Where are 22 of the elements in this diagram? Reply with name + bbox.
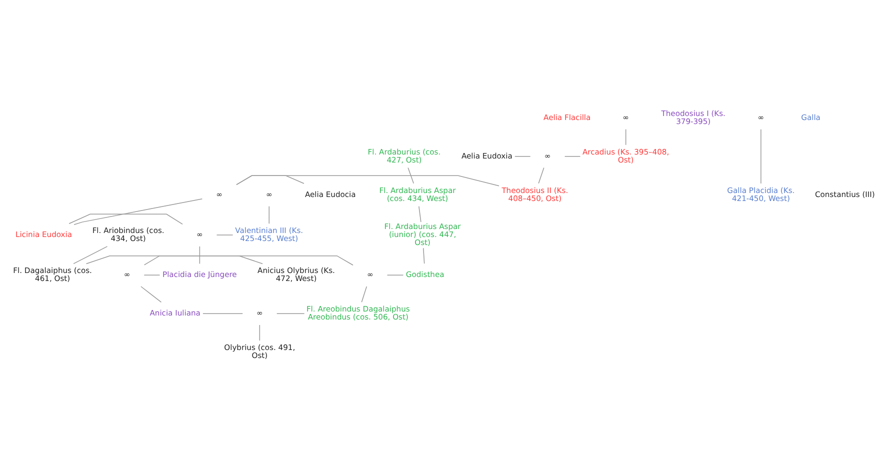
- connector: [268, 205, 270, 224]
- connector: [74, 198, 203, 225]
- connector: [86, 254, 354, 265]
- connector: [276, 312, 305, 314]
- connector: [144, 254, 263, 265]
- connector: [216, 234, 234, 235]
- connector: [140, 286, 162, 302]
- connector: [144, 274, 160, 275]
- connector: [422, 247, 425, 264]
- connector: [68, 213, 183, 224]
- connector: [386, 274, 404, 275]
- connector: [202, 312, 243, 314]
- connector: [408, 166, 414, 184]
- connector: [199, 246, 200, 264]
- connector: [73, 246, 108, 264]
- connector: [538, 166, 544, 184]
- connector: [236, 174, 500, 186]
- connector: [361, 286, 368, 302]
- connector: [625, 128, 626, 145]
- connector: [760, 128, 762, 184]
- connector: [259, 324, 260, 340]
- connector: [418, 205, 422, 222]
